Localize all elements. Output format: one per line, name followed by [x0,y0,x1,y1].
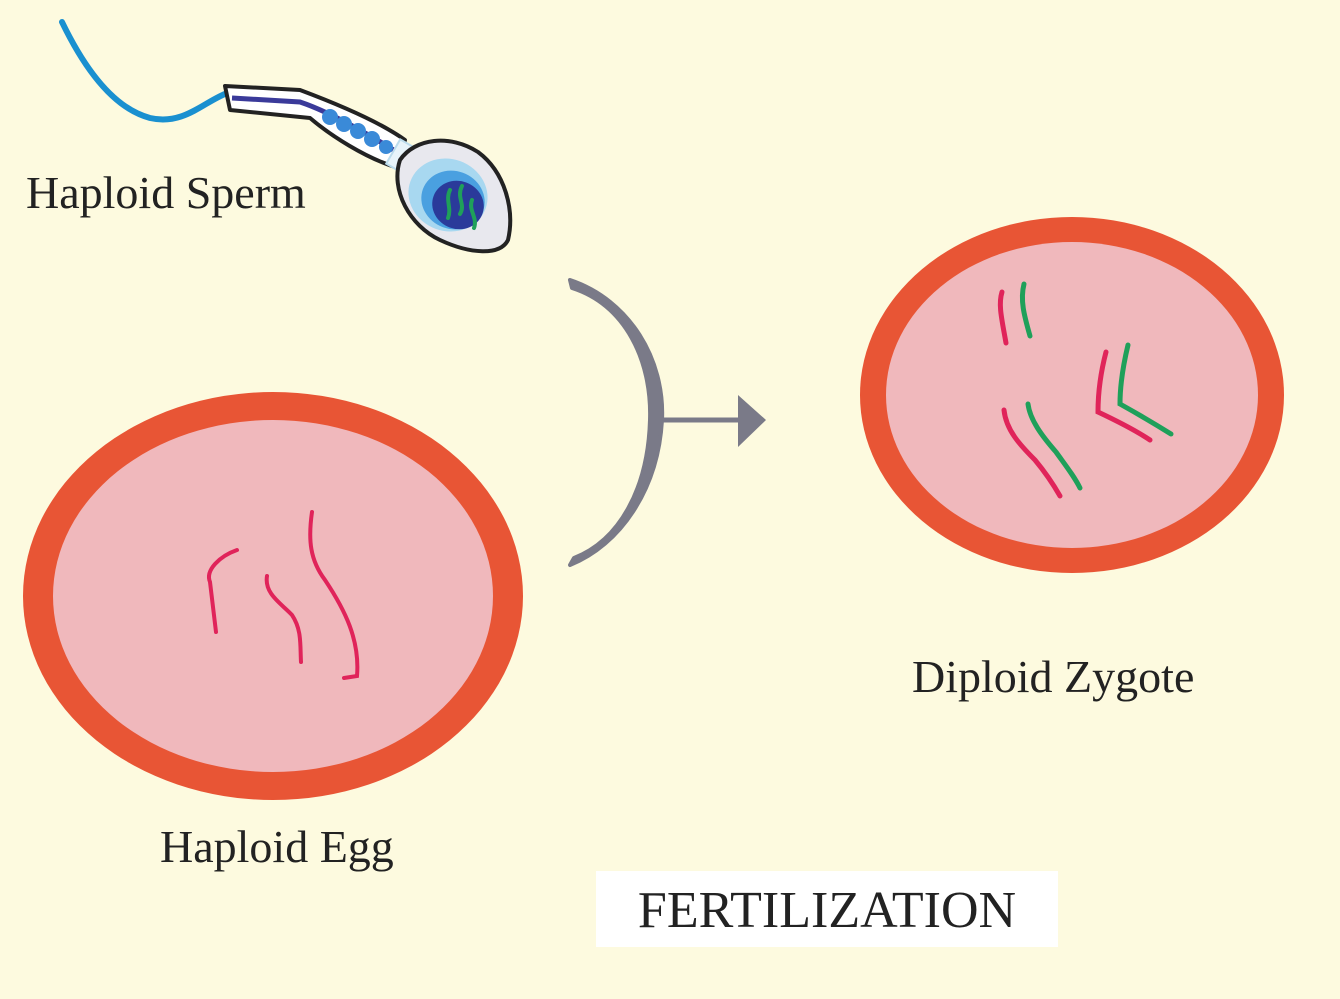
egg-label: Haploid Egg [160,821,394,872]
egg-chromosome [207,548,239,634]
zygote-cell-icon [860,217,1284,573]
diagram-title: FERTILIZATION [637,882,1017,939]
egg-chromosome [308,510,360,680]
title-box: FERTILIZATION [596,871,1058,947]
egg-chromosome [264,574,303,664]
sperm-label: Haploid Sperm [26,167,306,218]
zygote-chromosome-maternal [997,289,1009,346]
zygote-chromosome-maternal [1001,407,1063,499]
zygote-label: Diploid Zygote [912,651,1195,702]
sperm-nucleus [432,180,484,230]
zygote-chromosome-paternal [1117,342,1174,437]
zygote-cytoplasm [886,242,1258,548]
zygote-chromosome-paternal [1025,401,1083,491]
fertilization-arrow-icon [568,278,766,567]
zygote-chromosome-paternal [1019,281,1033,339]
zygote-chromosome-maternal [1095,349,1153,443]
egg-cell-icon [23,392,523,800]
sperm-cell-icon [59,19,513,254]
sperm-tail [59,19,233,123]
